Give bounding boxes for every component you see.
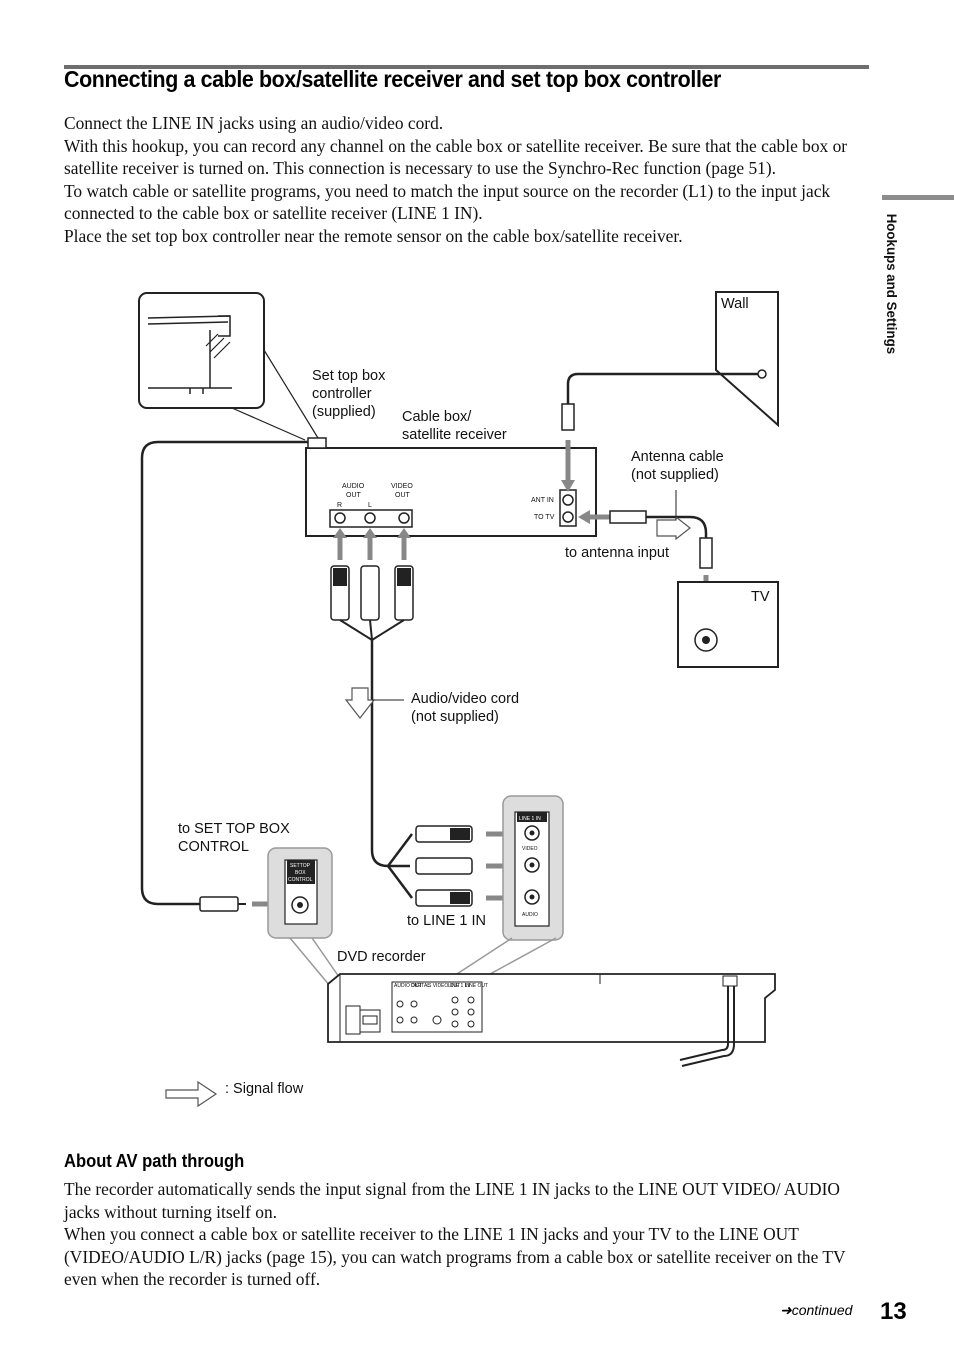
- video-out-label: VIDEO: [391, 483, 413, 490]
- intro-paragraph: Connect the LINE IN jacks using an audio…: [64, 113, 444, 133]
- stb-controller-label: (supplied): [312, 404, 376, 420]
- arrow-right-icon: ➜: [780, 1302, 792, 1318]
- av-cord-lower-plugs: [415, 825, 516, 907]
- av-cord-upper-plugs: [330, 528, 414, 641]
- settop-jack-panel: [267, 847, 333, 939]
- video-out-label: OUT: [395, 492, 411, 499]
- av-cord-label: (not supplied): [411, 709, 499, 725]
- rear-panel-label: DIGITAL: [411, 983, 430, 989]
- to-stb-control-label: CONTROL: [178, 839, 249, 855]
- intro-paragraph: With this hookup, you can record any cha…: [64, 135, 848, 179]
- antenna-cable-label: (not supplied): [631, 467, 719, 483]
- side-tab-label: Hookups and Settings: [884, 213, 900, 355]
- cable-box: [305, 437, 597, 537]
- intro-paragraph: To watch cable or satellite programs, yo…: [64, 180, 831, 224]
- to-antenna-input-label: to antenna input: [565, 545, 669, 561]
- stb-controller-label: Set top box: [312, 368, 386, 384]
- line1-in-panel-label: LINE 1 IN: [519, 816, 541, 822]
- wall-label: Wall: [721, 296, 749, 312]
- dvd-recorder-label: DVD recorder: [337, 949, 426, 965]
- antenna-cable-label: Antenna cable: [631, 449, 724, 465]
- rear-panel-label: LINE OUT: [465, 983, 488, 989]
- rear-panel-label: S VIDEO OUT: [428, 983, 460, 989]
- cable-box-label: Cable box/: [402, 409, 472, 425]
- wall: [715, 291, 779, 428]
- line1-in-panel: [502, 795, 564, 941]
- av-cord-label: Audio/video cord: [411, 691, 519, 707]
- to-tv-label: TO TV: [534, 514, 555, 521]
- to-line1-in-label: to LINE 1 IN: [407, 913, 486, 929]
- to-stb-control-label: to SET TOP BOX: [178, 821, 290, 837]
- about-paragraph: The recorder automatically sends the inp…: [64, 1179, 840, 1222]
- side-tab-bar: [882, 195, 954, 200]
- signal-flow-label: : Signal flow: [225, 1081, 304, 1097]
- tv: [677, 581, 779, 668]
- settop-jack-label: CONTROL: [288, 877, 313, 883]
- about-paragraph: When you connect a cable box or satellit…: [64, 1224, 846, 1290]
- cable-box-label: satellite receiver: [402, 427, 507, 443]
- page-title: Connecting a cable box/satellite receive…: [64, 66, 722, 92]
- controller-inset: [138, 292, 265, 409]
- page-number: 13: [880, 1298, 907, 1325]
- dvd-recorder: [327, 973, 776, 1067]
- rear-panel-label: LINE 1 IN: [448, 983, 470, 989]
- tv-label: TV: [751, 589, 770, 605]
- continued-label: continued: [791, 1302, 853, 1318]
- signal-flow-icon: [165, 1080, 218, 1108]
- continued-note: ➜continued: [780, 1302, 852, 1319]
- ant-in-label: ANT IN: [531, 497, 554, 504]
- settop-jack-label: SETTOP: [290, 863, 311, 869]
- title-rule: [64, 65, 869, 69]
- stb-controller-label: controller: [312, 386, 372, 402]
- r-label: R: [337, 502, 342, 509]
- rear-panel-label: AUDIO OUT: [394, 983, 422, 989]
- intro-text: Connect the LINE IN jacks using an audio…: [64, 112, 872, 248]
- about-heading: About AV path through: [64, 1151, 245, 1171]
- settop-jack-label: BOX: [295, 870, 306, 876]
- audio-jack-label: AUDIO: [522, 912, 538, 918]
- audio-out-label: AUDIO: [342, 483, 365, 490]
- about-text: The recorder automatically sends the inp…: [64, 1178, 872, 1291]
- video-jack-label: VIDEO: [522, 846, 538, 852]
- audio-out-label: OUT: [346, 492, 362, 499]
- l-label: L: [368, 502, 372, 509]
- intro-paragraph: Place the set top box controller near th…: [64, 225, 683, 246]
